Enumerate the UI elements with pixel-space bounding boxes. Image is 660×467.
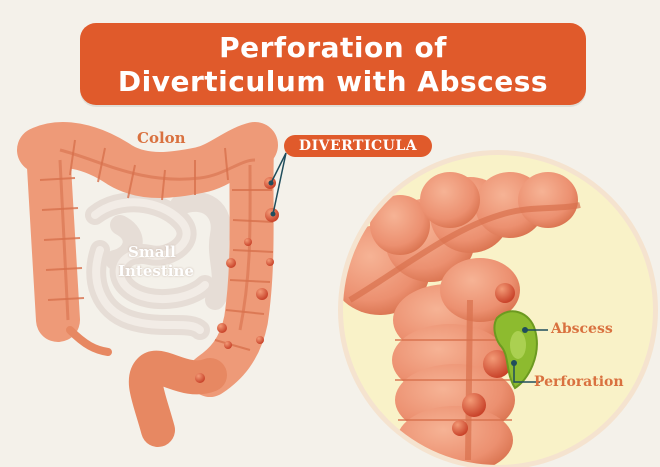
title-line-2: Diverticulum with Abscess	[117, 65, 549, 98]
perforation-label: Perforation	[534, 374, 624, 390]
diverticula-pointer	[270, 152, 287, 215]
small-intestine-label-line-1: Small	[128, 243, 176, 261]
abscess-pointer	[522, 327, 548, 333]
title-banner: Perforation of Diverticulum with Abscess	[80, 23, 586, 105]
colon-label: Colon	[137, 129, 186, 147]
abscess-label: Abscess	[551, 321, 613, 337]
diverticula-tag: DIVERTICULA	[284, 135, 432, 157]
zoom-detail	[343, 172, 581, 465]
small-intestine-label-line-2: Intestine	[118, 262, 194, 280]
perforation-pointer	[511, 360, 540, 383]
title-line-1: Perforation of	[219, 31, 447, 64]
colon	[17, 122, 279, 447]
